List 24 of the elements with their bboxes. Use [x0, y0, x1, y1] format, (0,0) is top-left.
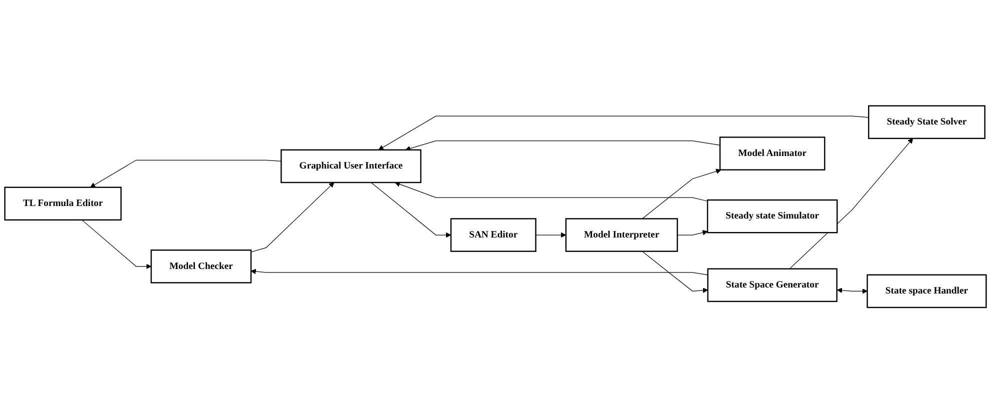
arrow — [90, 160, 282, 188]
node-box: TL Formula Editor — [4, 187, 122, 221]
arrow — [394, 182, 708, 202]
node-box: State Space Generator — [707, 268, 838, 302]
arrow — [405, 140, 720, 152]
arrow — [378, 116, 869, 150]
arrow — [789, 138, 914, 270]
node-box: SAN Editor — [450, 218, 536, 252]
node-box: Steady State Solver — [868, 106, 986, 140]
arrow — [250, 182, 334, 253]
node-box: Steady state Simulator — [706, 200, 838, 234]
node-box: Model Checker — [150, 250, 252, 284]
arrow — [370, 182, 452, 238]
node-box: Model Interpreter — [565, 218, 678, 252]
arrow — [836, 288, 868, 294]
node-box: Model Animator — [719, 136, 826, 171]
arrow — [250, 269, 708, 276]
arrow — [642, 251, 708, 294]
node-box: Graphical User Interface — [280, 150, 422, 184]
node-box: State space Handler — [866, 274, 987, 308]
arrow — [82, 220, 152, 270]
arrow — [642, 169, 722, 220]
arrow — [677, 230, 708, 236]
arrow — [535, 232, 566, 238]
